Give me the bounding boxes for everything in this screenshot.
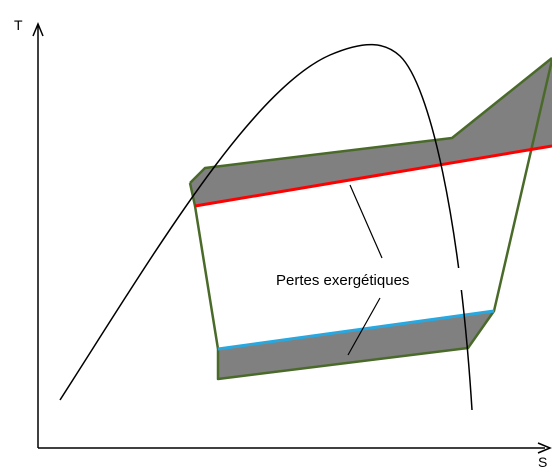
- axes: [32, 22, 552, 454]
- exergy-loss-regions: [190, 58, 552, 379]
- annotation-pointer-upper: [349, 184, 383, 259]
- annotation-pointer-lower: [347, 297, 381, 356]
- y-axis-arrow-icon: [32, 22, 44, 37]
- lower-loss-region: [218, 311, 494, 379]
- x-axis-arrow-icon: [537, 442, 552, 454]
- saturation-curve: [59, 43, 473, 411]
- x-axis-label: S: [538, 454, 547, 470]
- annotation-label: Pertes exergétiques: [276, 272, 409, 289]
- upper-loss-region: [190, 58, 552, 206]
- y-axis-label: T: [14, 17, 23, 33]
- cold-stream-line: [217, 309, 495, 351]
- annotation-background: [272, 268, 468, 290]
- hot-stream-line: [194, 144, 552, 208]
